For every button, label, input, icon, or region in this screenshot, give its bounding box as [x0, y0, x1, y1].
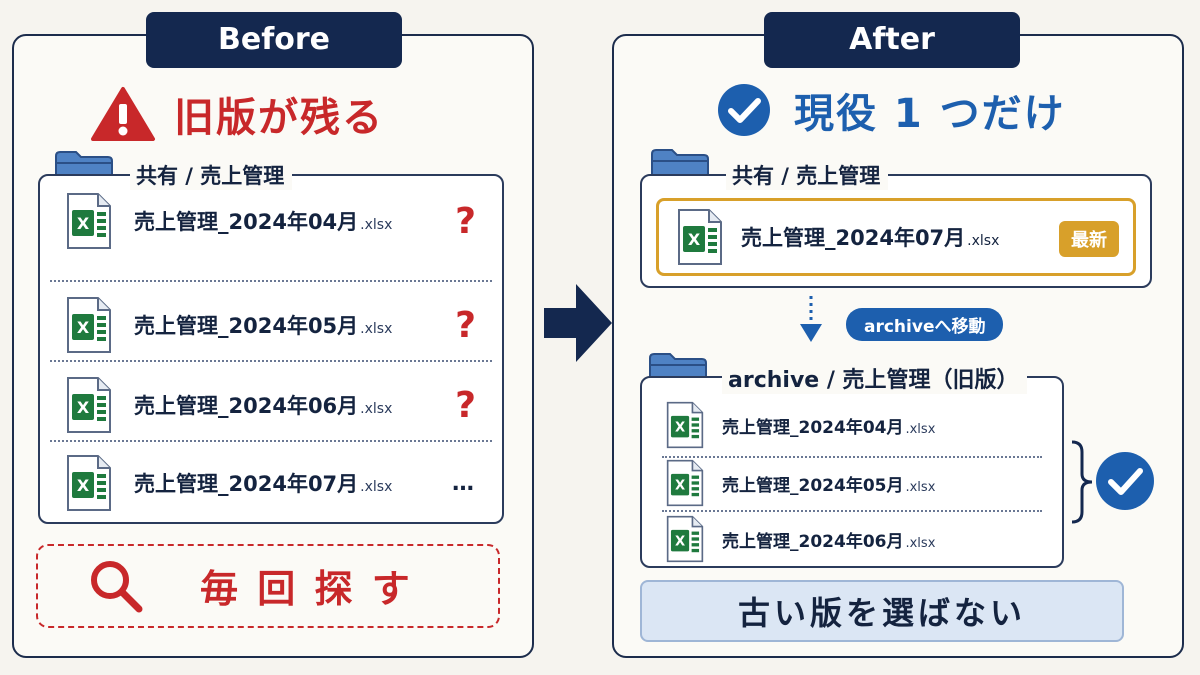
current-file-box: 売上管理_2024年07月.xlsx 最新 — [640, 174, 1152, 288]
excel-file-icon — [66, 376, 112, 434]
before-folder-label: 共有 / 売上管理 — [130, 160, 293, 190]
search-icon — [91, 561, 143, 613]
footer-label: 古い版を選ばない — [737, 594, 1026, 632]
file-row[interactable]: 売上管理_2024年05月.xlsx ? — [40, 286, 502, 364]
file-name: 売上管理_2024年06月.xlsx — [722, 531, 936, 552]
excel-file-icon — [666, 515, 704, 563]
footer-banner: 古い版を選ばない — [640, 580, 1124, 642]
excel-file-icon — [666, 459, 704, 507]
file-name: 売上管理_2024年07月.xlsx — [134, 472, 393, 496]
divider — [50, 360, 492, 362]
archive-file-list: 売上管理_2024年04月.xlsx 売上管理_2024年05月.xlsx 売上… — [640, 376, 1064, 568]
latest-badge: 最新 — [1059, 221, 1119, 257]
divider — [662, 510, 1042, 512]
file-row[interactable]: 売上管理_2024年05月.xlsx — [642, 456, 1062, 510]
divider — [50, 280, 492, 282]
after-heading: 現役 1 つだけ — [716, 80, 1066, 140]
file-name: 売上管理_2024年07月.xlsx — [741, 226, 1000, 250]
before-file-list: 売上管理_2024年04月.xlsx ? 売上管理_2024年05月.xlsx … — [38, 174, 504, 524]
file-name: 売上管理_2024年04月.xlsx — [134, 210, 393, 234]
divider — [50, 440, 492, 442]
check-circle-icon — [1096, 452, 1154, 510]
check-circle-icon — [718, 84, 770, 136]
after-heading-text: 現役 1 つだけ — [794, 91, 1066, 137]
arrow-right-icon — [544, 284, 612, 362]
file-row[interactable]: 売上管理_2024年06月.xlsx ? — [40, 366, 502, 444]
search-box: 毎 回 探 す — [36, 544, 500, 628]
file-name: 売上管理_2024年06月.xlsx — [134, 394, 393, 418]
excel-file-icon — [666, 401, 704, 449]
before-heading: 旧版が残る — [90, 84, 384, 144]
file-row[interactable]: 売上管理_2024年04月.xlsx ? — [40, 182, 502, 260]
question-icon: ? — [455, 200, 476, 242]
question-icon: ? — [455, 384, 476, 426]
move-badge: archiveへ移動 — [846, 308, 1004, 341]
file-row[interactable]: 売上管理_2024年06月.xlsx — [642, 512, 1062, 566]
excel-file-icon — [677, 208, 723, 266]
before-heading-text: 旧版が残る — [174, 95, 384, 141]
after-tab: After — [764, 12, 1020, 68]
divider — [662, 456, 1042, 458]
warning-icon — [91, 87, 155, 141]
arrow-down-icon — [800, 296, 822, 342]
file-name: 売上管理_2024年05月.xlsx — [722, 475, 936, 496]
excel-file-icon — [66, 192, 112, 250]
search-label: 毎 回 探 す — [200, 567, 413, 611]
file-name: 売上管理_2024年04月.xlsx — [722, 417, 936, 438]
brace-icon — [1071, 440, 1093, 524]
after-folder-label: 共有 / 売上管理 — [726, 160, 889, 190]
excel-file-icon — [66, 454, 112, 512]
file-row[interactable]: 売上管理_2024年07月.xlsx … — [40, 444, 502, 522]
file-name: 売上管理_2024年05月.xlsx — [134, 314, 393, 338]
ellipsis-icon: … — [452, 470, 476, 496]
file-row[interactable]: 売上管理_2024年04月.xlsx — [642, 398, 1062, 452]
before-tab: Before — [146, 12, 402, 68]
archive-folder-label: archive / 売上管理（旧版） — [722, 362, 1027, 394]
current-file-row[interactable]: 売上管理_2024年07月.xlsx 最新 — [656, 198, 1136, 276]
excel-file-icon — [66, 296, 112, 354]
question-icon: ? — [455, 304, 476, 346]
